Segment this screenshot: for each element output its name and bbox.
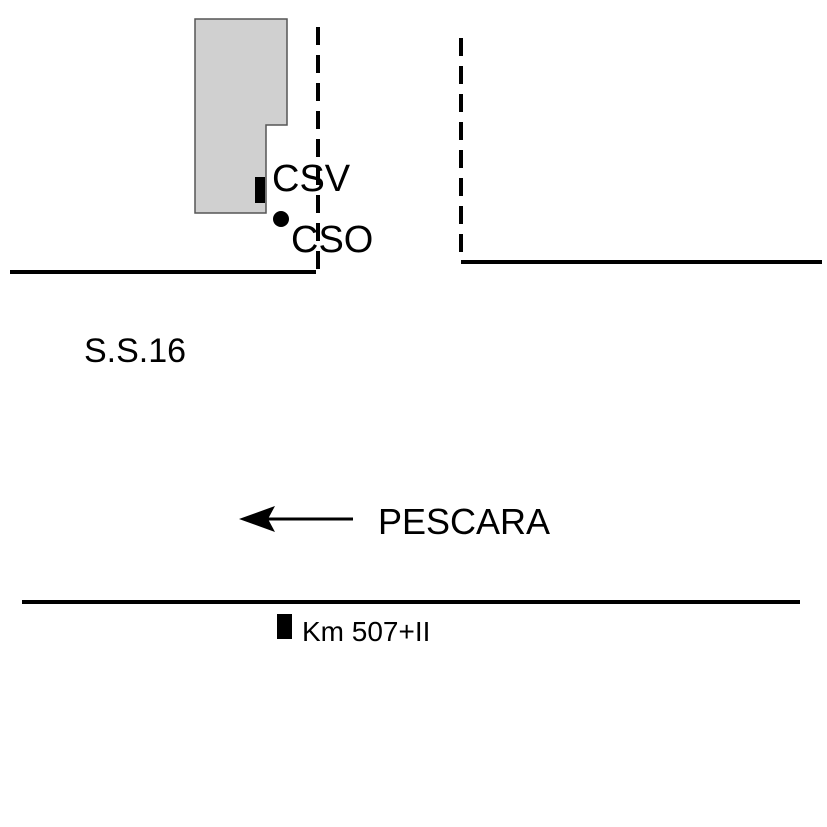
km-label: Km 507+II [302,616,430,647]
csv-marker-icon [255,177,265,203]
direction-label: PESCARA [378,501,550,542]
road-name-label: S.S.16 [84,332,186,370]
building-footprint [194,18,288,214]
cso-marker-icon [273,211,289,227]
cso-label: CSO [291,219,373,261]
km-marker-icon [277,614,292,639]
direction-arrow-icon [239,506,353,532]
csv-label: CSV [272,158,351,200]
